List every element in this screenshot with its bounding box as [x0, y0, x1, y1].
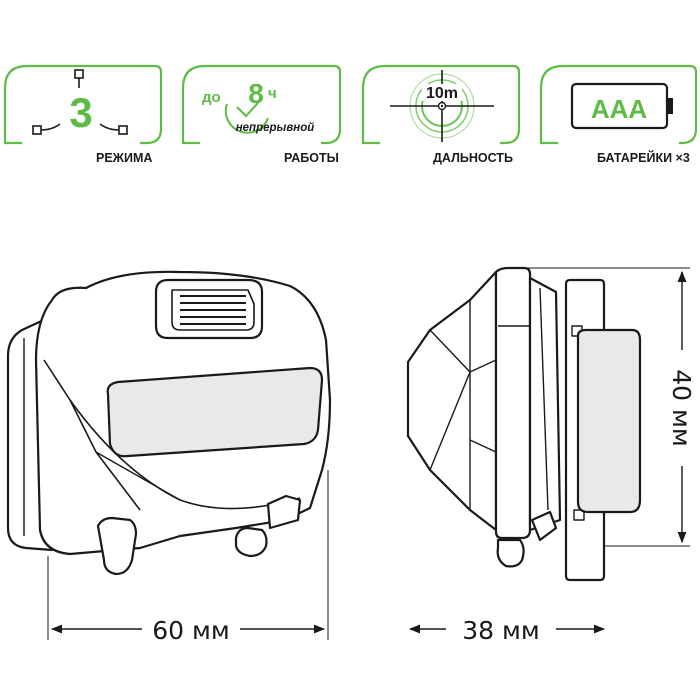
badge-frame	[361, 64, 521, 145]
battery-value: AAA	[591, 94, 648, 124]
lens-window	[106, 366, 324, 458]
battery-label: БАТАРЕЙКИ ×3	[597, 150, 690, 165]
runtime-label: РАБОТЫ	[284, 151, 339, 165]
distance-value: 10m	[426, 85, 458, 102]
crosshair-icon	[390, 70, 494, 142]
side-body	[494, 266, 532, 540]
runtime-unit: ч	[268, 85, 277, 102]
side-clip	[496, 538, 525, 568]
dimension-depth-label: 38 мм	[462, 616, 539, 645]
dimension-height-label: 40 мм	[667, 369, 696, 446]
feature-badge-distance: 10m ДАЛЬНОСТЬ	[361, 64, 521, 165]
front-clip-right	[234, 526, 268, 558]
badge-frame	[181, 64, 342, 145]
runtime-prefix: до	[202, 89, 221, 106]
side-clip-tab	[530, 510, 558, 542]
badge-frame	[539, 64, 698, 145]
timer-icon	[224, 102, 269, 134]
modes-value: 3	[69, 89, 92, 136]
modes-icon	[32, 69, 128, 135]
distance-label: ДАЛЬНОСТЬ	[433, 151, 513, 165]
feature-badge-modes: 3 РЕЖИМА	[3, 64, 163, 165]
front-clip-tab	[266, 494, 302, 530]
distance-value-bg	[422, 84, 462, 101]
front-clip-left	[96, 516, 138, 576]
strap-cushion	[576, 328, 642, 514]
feature-badge-battery: AAA БАТАРЕЙКИ ×3	[539, 64, 698, 165]
runtime-sub: непрерывной	[236, 122, 315, 134]
side-hinge	[528, 276, 562, 532]
side-lens	[406, 270, 498, 532]
badge-frame	[3, 64, 163, 145]
dimension-width	[47, 470, 329, 640]
feature-badge-runtime: до 8 ч непрерывной РАБОТЫ	[181, 64, 342, 165]
dimension-height	[510, 267, 690, 547]
headlamp-side-view	[406, 266, 642, 582]
runtime-value: 8	[248, 78, 264, 109]
headlamp-front-view	[6, 270, 332, 576]
modes-label: РЕЖИМА	[96, 151, 152, 165]
battery-icon	[570, 82, 673, 130]
dimension-width-label: 60 мм	[152, 616, 229, 645]
